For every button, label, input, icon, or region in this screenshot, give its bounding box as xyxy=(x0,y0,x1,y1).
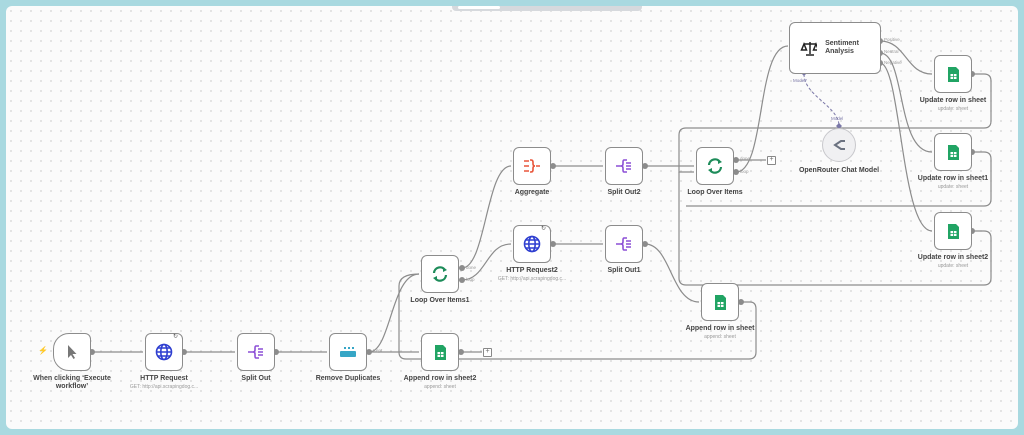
edge-loop1-aggregate xyxy=(461,165,512,269)
node-loop-over-items1[interactable] xyxy=(421,255,459,293)
node-sentiment-analysis[interactable]: Sentiment Analysis xyxy=(789,22,881,74)
sheets-icon xyxy=(714,294,726,310)
split-out2-label: Split Out2 xyxy=(607,189,641,196)
append2-label: Append row in sheet2 xyxy=(403,375,477,382)
cursor-icon xyxy=(68,345,77,359)
split-icon xyxy=(616,159,631,173)
node-update-row-sheet2[interactable] xyxy=(934,212,972,250)
loop-icon xyxy=(707,158,723,174)
node-update-row-sheet[interactable] xyxy=(934,55,972,93)
loop1-label: Loop Over Items1 xyxy=(410,297,470,304)
edge-model-link xyxy=(803,73,840,127)
node-split-out1[interactable] xyxy=(605,225,643,263)
node-append-row-sheet[interactable] xyxy=(701,283,739,321)
http-request2-label: HTTP Request2 xyxy=(506,267,558,274)
trigger-label: When clicking ‘Execute workflow’ xyxy=(33,375,111,390)
edge-update1-back xyxy=(686,151,992,207)
edge-loop1-http2 xyxy=(461,243,512,281)
globe-icon xyxy=(523,235,541,253)
openrouter-label: OpenRouter Chat Model xyxy=(798,167,880,174)
loop1-loop-label: loop xyxy=(466,277,475,282)
loop-done-label: done xyxy=(740,156,751,161)
negative-port-label: Negative xyxy=(884,60,902,65)
sheets-icon xyxy=(947,66,959,82)
edge-append-back xyxy=(398,273,757,360)
node-aggregate[interactable] xyxy=(513,147,551,185)
remove-dup-port-label: Kept xyxy=(373,348,383,353)
edge-loop-sentiment xyxy=(735,45,789,173)
split-icon xyxy=(248,345,263,359)
edge-sentiment-update2 xyxy=(879,62,933,232)
update2-subtitle: update: sheet xyxy=(937,263,969,269)
append-subtitle: append: sheet xyxy=(704,334,736,340)
add-node-button[interactable]: + xyxy=(767,156,776,165)
scale-icon xyxy=(800,42,818,56)
http-request-label: HTTP Request xyxy=(140,375,188,382)
http-request-subtitle: GET: http://api.scrapingdog.c... xyxy=(129,384,199,390)
edge-sentiment-update1 xyxy=(879,52,933,153)
loop-label: Loop Over Items xyxy=(687,189,743,196)
sheets-icon xyxy=(434,344,446,360)
loop-loop-label: loop xyxy=(740,169,749,174)
update1-subtitle: update: sheet xyxy=(937,184,969,190)
append2-subtitle: append: sheet xyxy=(424,384,456,390)
sheets-icon xyxy=(947,223,959,239)
neutral-port-label: Neutral xyxy=(884,49,899,54)
node-http-request[interactable] xyxy=(145,333,183,371)
node-openrouter-chat-model[interactable] xyxy=(822,128,856,162)
loop-icon xyxy=(432,266,448,282)
remove-duplicates-label: Remove Duplicates xyxy=(315,375,381,382)
node-http-request2[interactable] xyxy=(513,225,551,263)
node-manual-trigger[interactable] xyxy=(53,333,91,371)
update-subtitle: update: sheet xyxy=(937,106,969,112)
node-update-row-sheet1[interactable] xyxy=(934,133,972,171)
append-label: Append row in sheet xyxy=(685,325,755,332)
refresh-icon: ↻ xyxy=(173,334,179,340)
sheets-icon xyxy=(947,144,959,160)
model-port-label: Model* xyxy=(793,78,808,83)
update2-label: Update row in sheet2 xyxy=(917,254,989,261)
sentiment-label: Sentiment Analysis xyxy=(825,40,859,55)
openrouter-port-label: Model xyxy=(831,116,844,121)
node-loop-over-items[interactable] xyxy=(696,147,734,185)
split-out1-label: Split Out1 xyxy=(607,267,641,274)
split-out-label: Split Out xyxy=(241,375,271,382)
update-label: Update row in sheet xyxy=(919,97,987,104)
workflow-canvas[interactable]: ⚡ When clicking ‘Execute workflow’ ↻ HTT… xyxy=(6,6,1018,429)
node-append-row-sheet2[interactable] xyxy=(421,333,459,371)
scrollbar-thumb[interactable] xyxy=(458,6,500,9)
aggregate-icon xyxy=(524,159,540,173)
edge-remove-loop1 xyxy=(368,273,420,353)
update1-label: Update row in sheet1 xyxy=(917,175,989,182)
refresh-icon: ↻ xyxy=(541,226,547,232)
add-node-button[interactable]: + xyxy=(483,348,492,357)
globe-icon xyxy=(155,343,173,361)
loop1-done-label: done xyxy=(466,265,477,270)
aggregate-label: Aggregate xyxy=(514,189,550,196)
edge-sentiment-update xyxy=(879,40,933,75)
trigger-bolt-icon: ⚡ xyxy=(38,346,48,355)
node-split-out[interactable] xyxy=(237,333,275,371)
edge-update-back xyxy=(678,73,992,173)
edge-update2-back xyxy=(678,172,992,286)
canvas-scrollbar[interactable] xyxy=(452,6,642,11)
model-handle-bottom xyxy=(836,123,842,129)
positive-port-label: Positive xyxy=(884,37,900,42)
node-split-out2[interactable] xyxy=(605,147,643,185)
dedupe-icon xyxy=(340,347,356,357)
edge-split1-append xyxy=(644,243,700,303)
http-request2-subtitle: GET: http://api.scrapingdog.c... xyxy=(497,276,567,282)
node-remove-duplicates[interactable] xyxy=(329,333,367,371)
split-icon xyxy=(616,237,631,251)
openrouter-icon xyxy=(833,140,845,150)
